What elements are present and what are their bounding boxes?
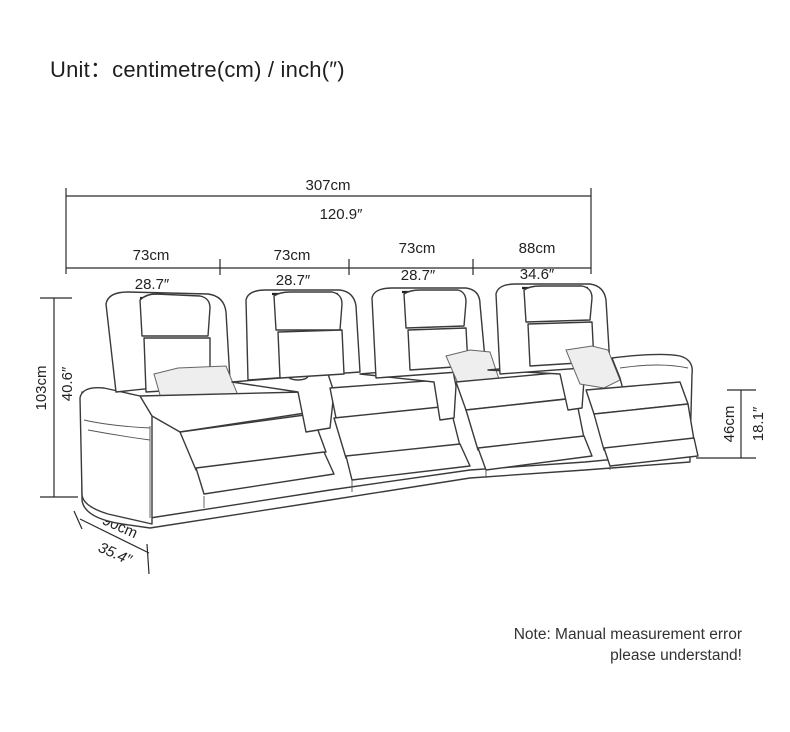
seat-height-inch: 18.1″	[750, 406, 767, 441]
seat-width-dimensions: 73cm 28.7″ 73cm 28.7″ 73cm 28.7″ 88cm 34…	[66, 240, 591, 293]
seat-2-width-inch: 28.7″	[276, 272, 311, 289]
height-inch: 40.6″	[59, 366, 76, 401]
seat-2-width-cm: 73cm	[274, 247, 311, 264]
seat-1-width-inch: 28.7″	[135, 276, 170, 293]
sofa-illustration	[79, 283, 699, 529]
height-dimension: 103cm 40.6″	[33, 297, 78, 498]
seat-3-width-cm: 73cm	[399, 240, 436, 257]
seat-3-width-inch: 28.7″	[401, 267, 436, 284]
height-cm: 103cm	[33, 365, 50, 410]
note-line-1: Note: Manual measurement error	[513, 626, 742, 643]
total-width-inch: 120.9″	[320, 206, 364, 223]
note-line-2: please understand!	[610, 647, 742, 664]
measurement-note: Note: Manual measurement error please un…	[514, 624, 742, 666]
seat-4-width-cm: 88cm	[519, 240, 556, 257]
seat-1-width-cm: 73cm	[133, 247, 170, 264]
total-width-dimension: 307cm 120.9″	[65, 177, 592, 274]
seat-4-width-inch: 34.6″	[520, 266, 555, 283]
seat-height-dimension: 46cm 18.1″	[696, 389, 767, 459]
unit-title: Unit：centimetre(cm) / inch(″)	[50, 57, 345, 82]
seat-height-cm: 46cm	[721, 406, 738, 443]
total-width-cm: 307cm	[305, 177, 350, 194]
